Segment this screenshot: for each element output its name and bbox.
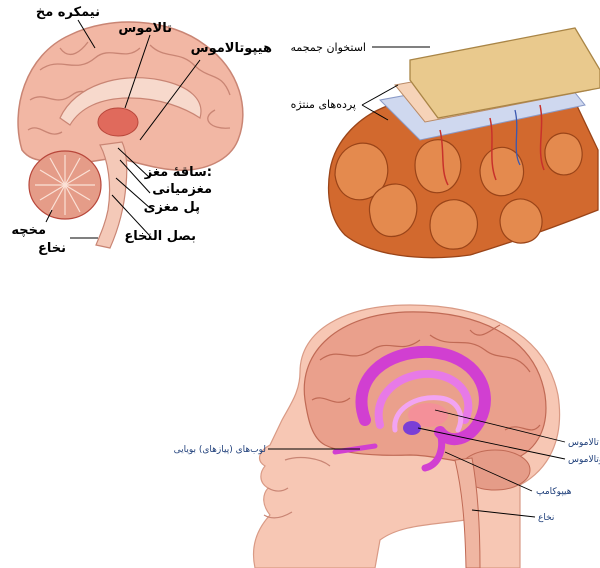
cerebellum-shape bbox=[29, 151, 101, 219]
limbic-panel: لوب‌های (پیازهای) بویایی تالاموس هیپوتال… bbox=[174, 305, 600, 568]
sagittal-brain-panel: نیمکره مخ تالاموس هیپوتالاموس ساقهٔ مغز:… bbox=[11, 5, 272, 256]
label-medulla: بصل النخاع bbox=[124, 229, 196, 244]
label-meninges: پرده‌های منتژه bbox=[291, 98, 356, 111]
label-spinal-cord-limbic: نخاع bbox=[538, 513, 554, 523]
label-skull: استخوان جمجمه bbox=[290, 41, 366, 54]
label-pons: پل مغزی bbox=[144, 200, 200, 215]
label-olfactory-bulbs: لوب‌های (پیازهای) بویایی bbox=[174, 445, 266, 455]
label-thalamus: تالاموس bbox=[118, 21, 172, 36]
label-cerebral-hemisphere: نیمکره مخ bbox=[36, 5, 100, 20]
label-hippocampus: هیپوکامپ bbox=[536, 487, 572, 497]
thalamus-shape bbox=[98, 108, 138, 136]
label-cerebellum: مخچه bbox=[11, 223, 46, 238]
label-hypothalamus-limbic: هیپوتالاموس bbox=[568, 455, 600, 465]
label-hypothalamus: هیپوتالاموس bbox=[191, 41, 272, 56]
label-brainstem: ساقهٔ مغز: bbox=[144, 165, 212, 180]
meninges-panel: استخوان جمجمه پرده‌های منتژه bbox=[290, 28, 600, 258]
label-thalamus-limbic: تالاموس bbox=[568, 438, 599, 448]
label-spinal-cord: نخاع bbox=[38, 241, 66, 256]
label-midbrain: مغزمیانی bbox=[152, 182, 212, 197]
